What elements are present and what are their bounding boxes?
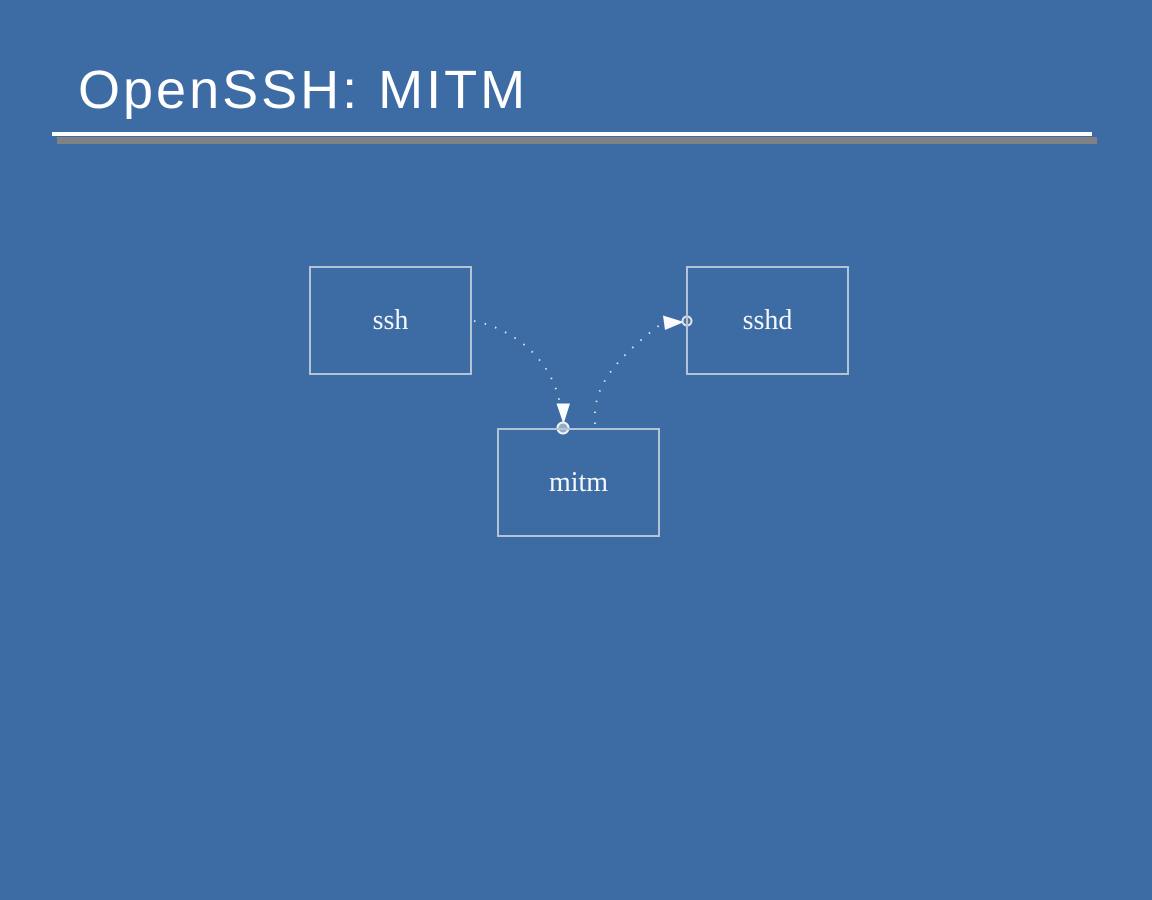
slide-title: OpenSSH: MITM <box>78 60 529 120</box>
node-sshd-label: sshd <box>742 304 793 336</box>
arrowhead-into-mitm-icon <box>556 403 570 424</box>
node-mitm-label: mitm <box>548 466 609 498</box>
edge-mitm-to-sshd <box>593 323 662 425</box>
arrowhead-into-sshd-icon <box>663 315 684 330</box>
node-ssh: ssh <box>309 266 472 375</box>
title-underline-shadow <box>57 137 1097 144</box>
node-mitm: mitm <box>497 428 660 537</box>
edge-ssh-to-mitm <box>473 320 561 405</box>
node-ssh-label: ssh <box>372 304 409 336</box>
title-underline <box>52 132 1092 136</box>
node-sshd: sshd <box>686 266 849 375</box>
